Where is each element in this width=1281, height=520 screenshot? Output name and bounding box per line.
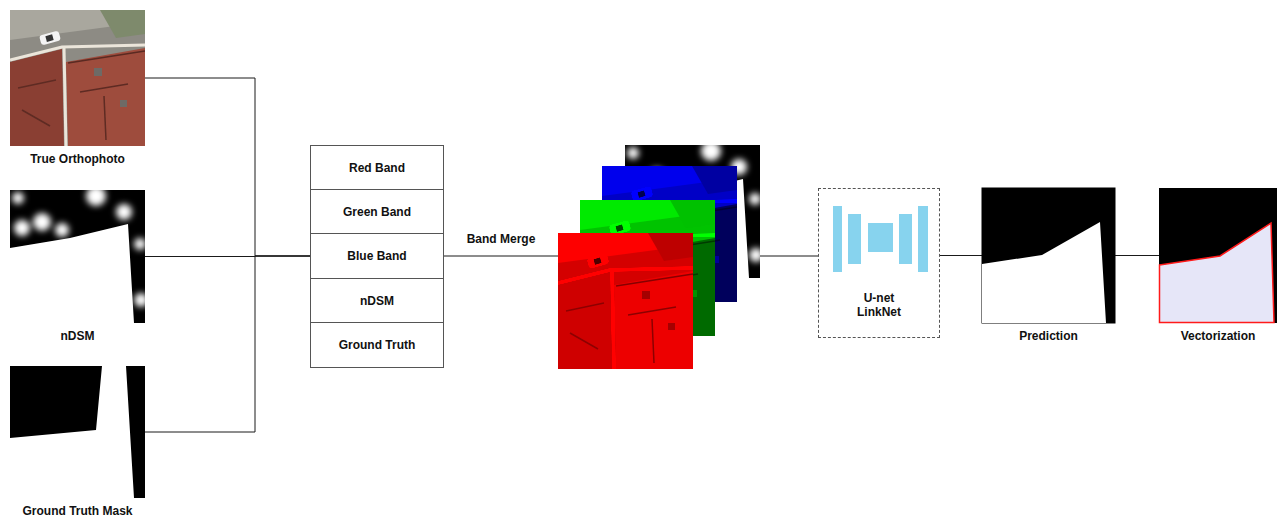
unet-icon	[833, 206, 928, 272]
ground-truth-image	[10, 366, 145, 498]
ndsm-image-part-part-part	[134, 293, 145, 307]
orthophoto-image-part-part	[18, 80, 56, 88]
image-tile: Ground Truth Mask	[10, 366, 145, 498]
image-caption: Vectorization	[1181, 329, 1256, 343]
band-box: Ground Truth	[310, 322, 444, 368]
orthophoto-image-part-part	[22, 110, 50, 126]
band-box: Red Band	[310, 145, 444, 190]
connector-line	[940, 255, 982, 256]
orthophoto-image-part-part	[80, 84, 128, 92]
prediction-image-part	[982, 188, 1115, 323]
image-caption: nDSM	[61, 329, 95, 343]
unet-icon-part	[833, 206, 842, 272]
ndsm-image-part-part-part	[116, 204, 132, 220]
unet-icon-part	[848, 214, 861, 264]
prediction-image	[982, 188, 1115, 323]
orthophoto-image-part	[10, 10, 145, 146]
unet-icon-part	[918, 206, 928, 272]
ndsm-image-part-part-part	[86, 190, 106, 206]
prediction-image-part	[982, 222, 1106, 323]
orthophoto-image-part-part	[94, 68, 102, 76]
image-caption: True Orthophoto	[30, 152, 125, 166]
band-label: Green Band	[343, 205, 411, 219]
image-caption: Ground Truth Mask	[22, 504, 132, 518]
image-tile: nDSM	[10, 190, 145, 323]
connector-line	[1115, 255, 1159, 256]
orthophoto-image-part-part-part	[39, 31, 61, 46]
orthophoto-image-part-part	[10, 10, 145, 146]
connector-line	[145, 256, 310, 432]
band-stack-image	[558, 141, 763, 369]
orthophoto-image-part-part	[39, 31, 61, 46]
ndsm-image-part-part-part	[12, 192, 24, 204]
orthophoto-image-part-part	[104, 96, 106, 140]
orthophoto-image-part-part	[68, 51, 145, 63]
orthophoto-image-part-part	[10, 49, 64, 146]
image-tile: True Orthophoto	[10, 10, 145, 146]
image-tile: Vectorization	[1159, 188, 1277, 323]
ndsm-image-part-part	[10, 224, 134, 323]
model-box: U-net LinkNet	[818, 188, 940, 338]
model-label: U-net LinkNet	[847, 291, 911, 319]
ndsm-image-part	[10, 190, 145, 323]
vectorization-image-part	[1159, 188, 1277, 323]
ndsm-image-part-part	[12, 190, 145, 307]
unet-icon-part	[899, 214, 912, 264]
band-stack-image-part	[558, 233, 693, 369]
vectorization-image-part	[1160, 223, 1275, 323]
unet-icon-part	[868, 223, 893, 252]
orthophoto-image-part-part	[10, 45, 145, 60]
ndsm-image-part-part	[10, 190, 145, 323]
orthophoto-image-part-part	[66, 48, 145, 146]
connector-line	[145, 78, 310, 256]
orthophoto-image-part-part	[120, 100, 127, 107]
ground-truth-image-part	[10, 366, 134, 498]
orthophoto-image	[10, 10, 145, 146]
ndsm-image	[10, 186, 148, 323]
edge-label: Band Merge	[465, 232, 538, 246]
band-label: Ground Truth	[339, 338, 416, 352]
image-caption: Prediction	[1019, 329, 1078, 343]
band-box: Blue Band	[310, 233, 444, 279]
vectorization-image	[1159, 188, 1277, 323]
ndsm-image-part-part-part	[14, 220, 30, 236]
band-box: nDSM	[310, 278, 444, 323]
ndsm-image-part-part-part	[33, 213, 51, 231]
orthophoto-image-part-part	[10, 10, 145, 40]
image-tile: Prediction	[982, 188, 1115, 323]
band-label: Blue Band	[347, 249, 406, 263]
band-label: Red Band	[349, 161, 405, 175]
orthophoto-image-part-part	[100, 10, 145, 38]
orthophoto-image-part-part	[64, 48, 66, 146]
band-box: Green Band	[310, 189, 444, 234]
band-label: nDSM	[360, 294, 394, 308]
ndsm-image-part-part-part	[55, 223, 69, 237]
ndsm-image-part-part-part	[134, 238, 145, 250]
ground-truth-image-part	[10, 366, 145, 498]
orthophoto-image-part-part-part	[45, 34, 53, 42]
